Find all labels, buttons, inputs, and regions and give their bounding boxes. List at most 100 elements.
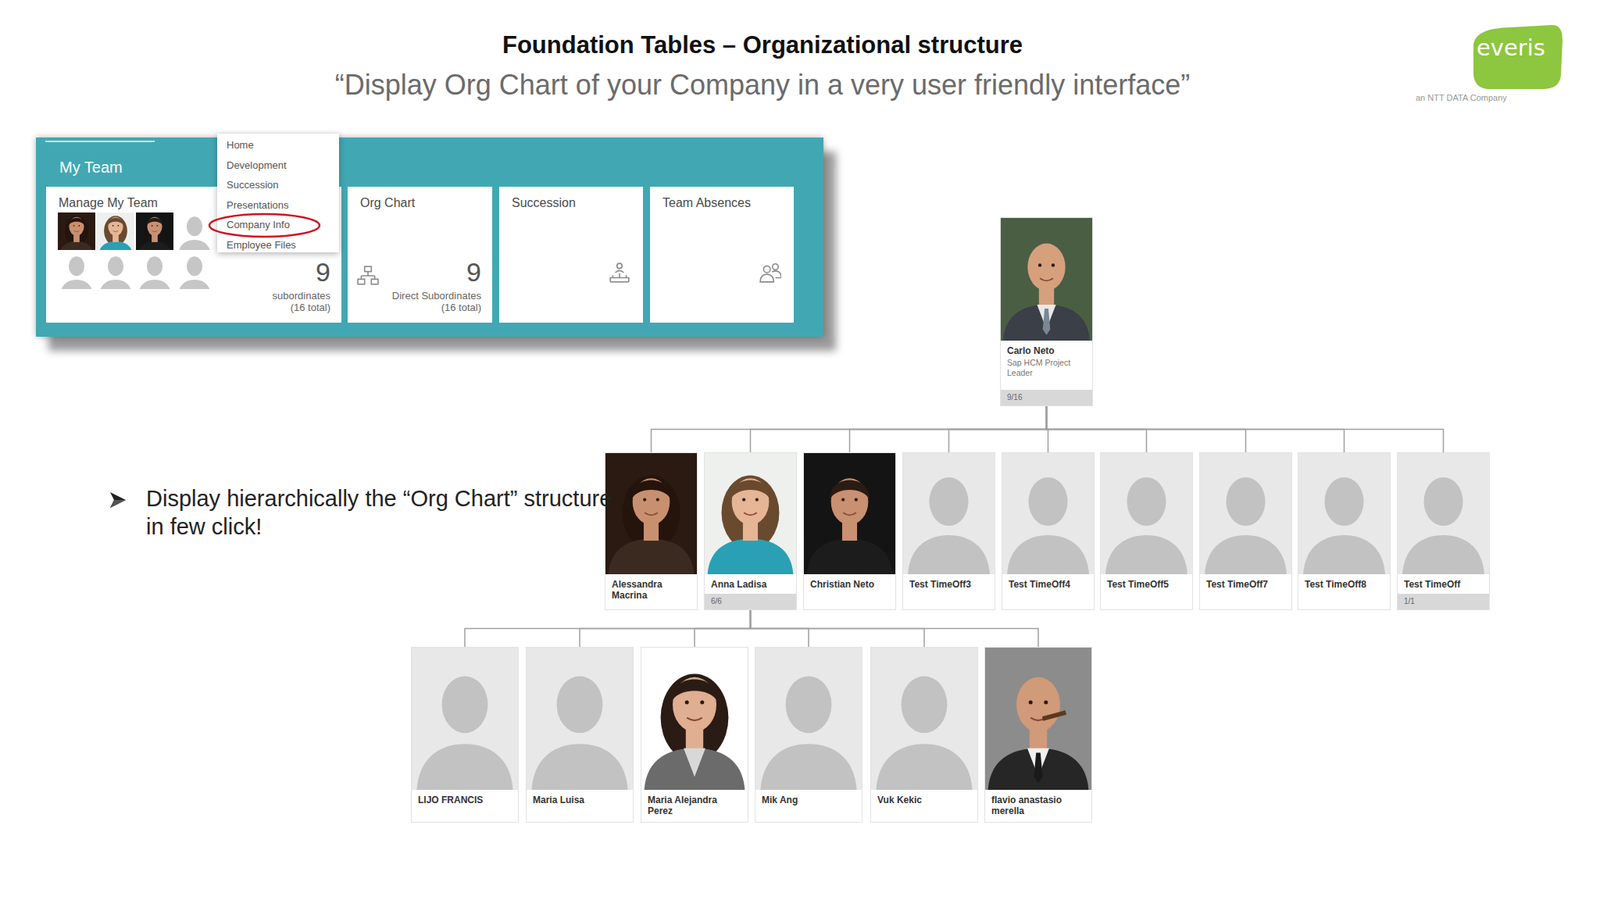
employee-name: Test TimeOff3: [903, 574, 995, 592]
eye: [1038, 263, 1042, 267]
hair-top: [107, 217, 124, 226]
connector-line: [850, 406, 1047, 453]
photo-background: [803, 453, 896, 575]
photo-frame: [1002, 453, 1094, 575]
menu-item: Company Info: [226, 214, 290, 236]
icon-part: [763, 265, 771, 273]
photo-background: [903, 453, 995, 575]
connector-line: [1046, 406, 1444, 453]
eye: [656, 497, 660, 501]
photo: [1000, 217, 1093, 341]
employee-card: Test TimeOff3: [902, 452, 996, 611]
slide-title: Foundation Tables – Organizational struc…: [0, 31, 1525, 60]
silhouette-shoulders: [531, 743, 628, 790]
eye: [151, 225, 154, 227]
icon-part: [771, 271, 782, 279]
photo-background: [96, 253, 135, 290]
face: [1016, 677, 1061, 733]
photo: [175, 212, 214, 250]
connector-line: [750, 406, 1047, 453]
eye: [642, 497, 647, 501]
employee-card: LIJO FRANCIS: [410, 646, 519, 823]
tie: [1042, 308, 1051, 336]
employee-card: Test TimeOff4: [1001, 452, 1095, 611]
photo-frame: [1298, 453, 1390, 575]
icon-part: [772, 264, 779, 271]
silhouette-head: [68, 256, 85, 276]
silhouette-head: [785, 675, 833, 733]
photo: [903, 453, 995, 575]
photo: [96, 212, 135, 250]
photo-frame: [1397, 453, 1490, 575]
silhouette-head: [107, 256, 124, 276]
tile-caption: subordinates (16 total): [258, 289, 331, 314]
photo-background: [57, 212, 96, 250]
tile-count: 9: [315, 257, 331, 287]
photo: [1002, 453, 1094, 575]
bullet-text: Display hierarchically the “Org Chart” s…: [146, 484, 615, 541]
photo-background: [57, 253, 96, 290]
photo-frame: [755, 647, 862, 790]
tile-title: Team Absences: [662, 196, 751, 211]
silhouette-shoulders: [60, 279, 93, 290]
connector-line: [651, 406, 1047, 453]
tile-icon: [759, 261, 782, 284]
employee-card: Test TimeOff8: [1297, 452, 1391, 611]
tab-underline: [45, 140, 155, 143]
logo-text: everis: [1476, 34, 1546, 61]
photo-frame: [871, 647, 978, 790]
employee-card: Mik Ang: [754, 646, 863, 823]
photo-frame: [1000, 217, 1093, 341]
photo-frame: [803, 453, 896, 575]
eye: [1043, 700, 1048, 704]
mouth: [842, 512, 857, 515]
clothes: [137, 241, 172, 250]
eye: [700, 700, 704, 704]
photo-frame: [526, 647, 633, 790]
silhouette-shoulders: [138, 279, 172, 290]
logo-blob: [1473, 25, 1563, 90]
employee-card: Carlo NetoSap HCM Project Leader9/16: [1000, 217, 1093, 407]
logo-tagline: an NTT DATA Company: [1415, 92, 1508, 103]
mouth: [152, 231, 158, 233]
photo-background: [135, 253, 174, 290]
hair-top: [146, 217, 163, 226]
photo-background: [411, 647, 518, 790]
employee-card: Anna Ladisa6/6: [703, 452, 797, 611]
silhouette-shoulders: [416, 743, 513, 790]
connector-line: [750, 610, 1040, 647]
photo-background: [871, 647, 978, 790]
photo-background: [1000, 217, 1093, 341]
silhouette-shoulders: [1204, 535, 1287, 575]
bullet-arrow-shade: [110, 500, 126, 508]
silhouette-head: [928, 477, 968, 526]
hair: [660, 674, 729, 762]
photo-frame: [903, 453, 995, 575]
icon-part: [357, 278, 365, 284]
hair-top: [730, 480, 770, 500]
silhouette-head: [901, 675, 948, 733]
icon-part: [617, 263, 622, 268]
face: [107, 217, 123, 236]
photo: [96, 253, 135, 290]
employee-name: flavio anastasio merella: [985, 789, 1092, 818]
menu-item: Development: [226, 155, 287, 176]
photo: [57, 212, 96, 250]
eye: [78, 225, 80, 227]
silhouette-head: [557, 675, 604, 733]
photo-background: [1100, 453, 1193, 575]
connector-line: [694, 610, 751, 647]
cigar: [1042, 710, 1067, 721]
silhouette-head: [1423, 477, 1463, 526]
silhouette-shoulders: [1007, 535, 1090, 575]
mouth: [1039, 278, 1054, 281]
tile-title: Succession: [511, 196, 576, 211]
employee-card: Maria Alejandra Perez: [640, 646, 749, 823]
employee-name: LIJO FRANCIS: [411, 789, 518, 808]
photo: [755, 647, 862, 790]
icon-part: [371, 278, 379, 284]
job-title: Sap HCM Project Leader: [1000, 357, 1093, 383]
employee-card: Test TimeOff1/1: [1396, 452, 1490, 611]
silhouette-shoulders: [875, 743, 972, 790]
photo-frame: [411, 647, 518, 790]
